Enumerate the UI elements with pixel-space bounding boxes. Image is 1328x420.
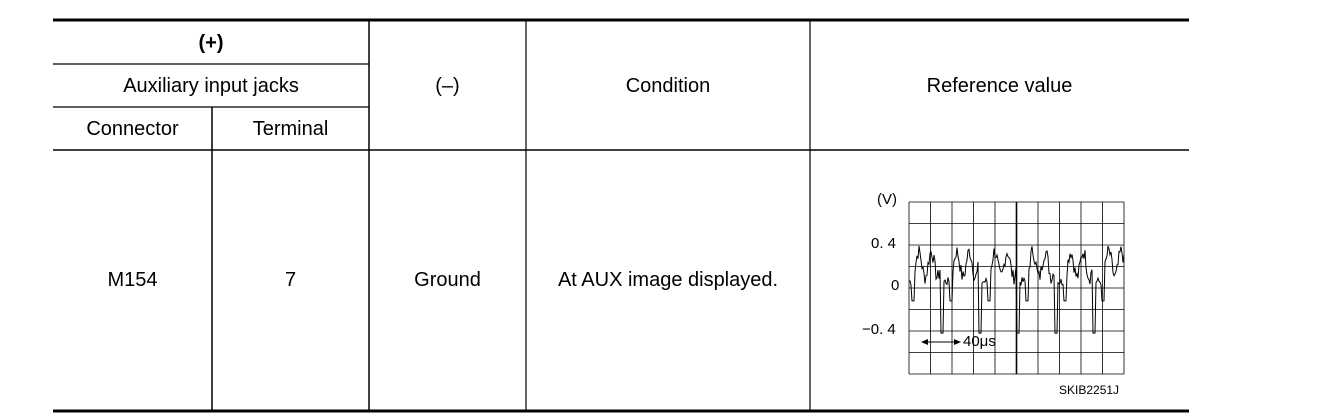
plus-header: (+) (198, 32, 224, 54)
tick-label-0: 0 (891, 277, 900, 294)
tick-label-0-4: 0. 4 (871, 235, 897, 252)
oscilloscope-graphic (908, 201, 1125, 375)
aux-jacks-header: Auxiliary input jacks (123, 74, 299, 97)
minus-header: (–) (435, 75, 460, 97)
condition-value: At AUX image displayed. (557, 269, 779, 291)
volt-unit-label: (V) (877, 191, 897, 208)
terminal-header: Terminal (252, 117, 329, 140)
figure-code: SKIB2251J (1059, 383, 1120, 397)
tick-label-neg-0-4: −0. 4 (862, 321, 896, 338)
connector-value: M154 (107, 269, 158, 291)
condition-header: Condition (625, 75, 711, 97)
waveform-trace (908, 245, 1125, 334)
terminal-value: 7 (284, 269, 297, 291)
oscilloscope-waveform: (V) 0. 4 0 −0. 4 40μs SKIB2251J (855, 188, 1145, 400)
minus-value: Ground (414, 269, 481, 291)
connector-header: Connector (86, 117, 179, 140)
reference-value-header: Reference value (926, 75, 1073, 97)
time-division-arrow (921, 339, 961, 345)
time-division-label: 40μs (963, 333, 996, 350)
